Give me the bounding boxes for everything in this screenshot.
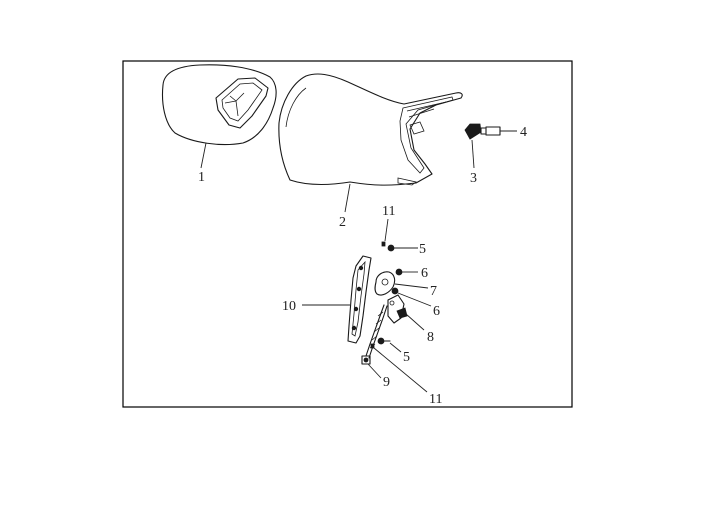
- part-11-pin-upper: [381, 241, 386, 247]
- part-5-bolt-upper: [387, 244, 401, 252]
- part-7-bracket: [374, 271, 396, 296]
- diagram-frame: [122, 60, 573, 408]
- callout-4: 4: [520, 125, 527, 140]
- part-5-bolt-lower: [377, 337, 391, 345]
- callout-11-upper: 11: [382, 204, 395, 219]
- part-1-pillion-seat: [161, 64, 277, 146]
- callout-6-lower: 6: [433, 304, 440, 319]
- part-6-nut-lower: [391, 287, 399, 295]
- part-8-lock-latch: [387, 294, 408, 324]
- callout-5-lower: 5: [403, 350, 410, 365]
- part-10-lock-base-plate: [347, 255, 372, 344]
- callout-9: 9: [383, 375, 390, 390]
- callout-10: 10: [282, 299, 296, 314]
- callout-1: 1: [198, 170, 205, 185]
- callout-3: 3: [470, 171, 477, 186]
- leader-lines: [200, 130, 517, 393]
- callout-5-upper: 5: [419, 242, 426, 257]
- part-4-clip: [480, 126, 501, 136]
- part-6-nut-upper: [395, 268, 403, 276]
- callout-11-lower: 11: [429, 392, 442, 407]
- part-3-rubber-damper: [464, 123, 482, 140]
- callout-6-upper: 6: [421, 266, 428, 281]
- callout-8: 8: [427, 330, 434, 345]
- callout-7: 7: [430, 284, 437, 299]
- part-9-lock-cable: [361, 304, 388, 365]
- part-11-pin-lower: [370, 343, 375, 349]
- part-2-rider-seat: [278, 73, 463, 186]
- callout-2: 2: [339, 215, 346, 230]
